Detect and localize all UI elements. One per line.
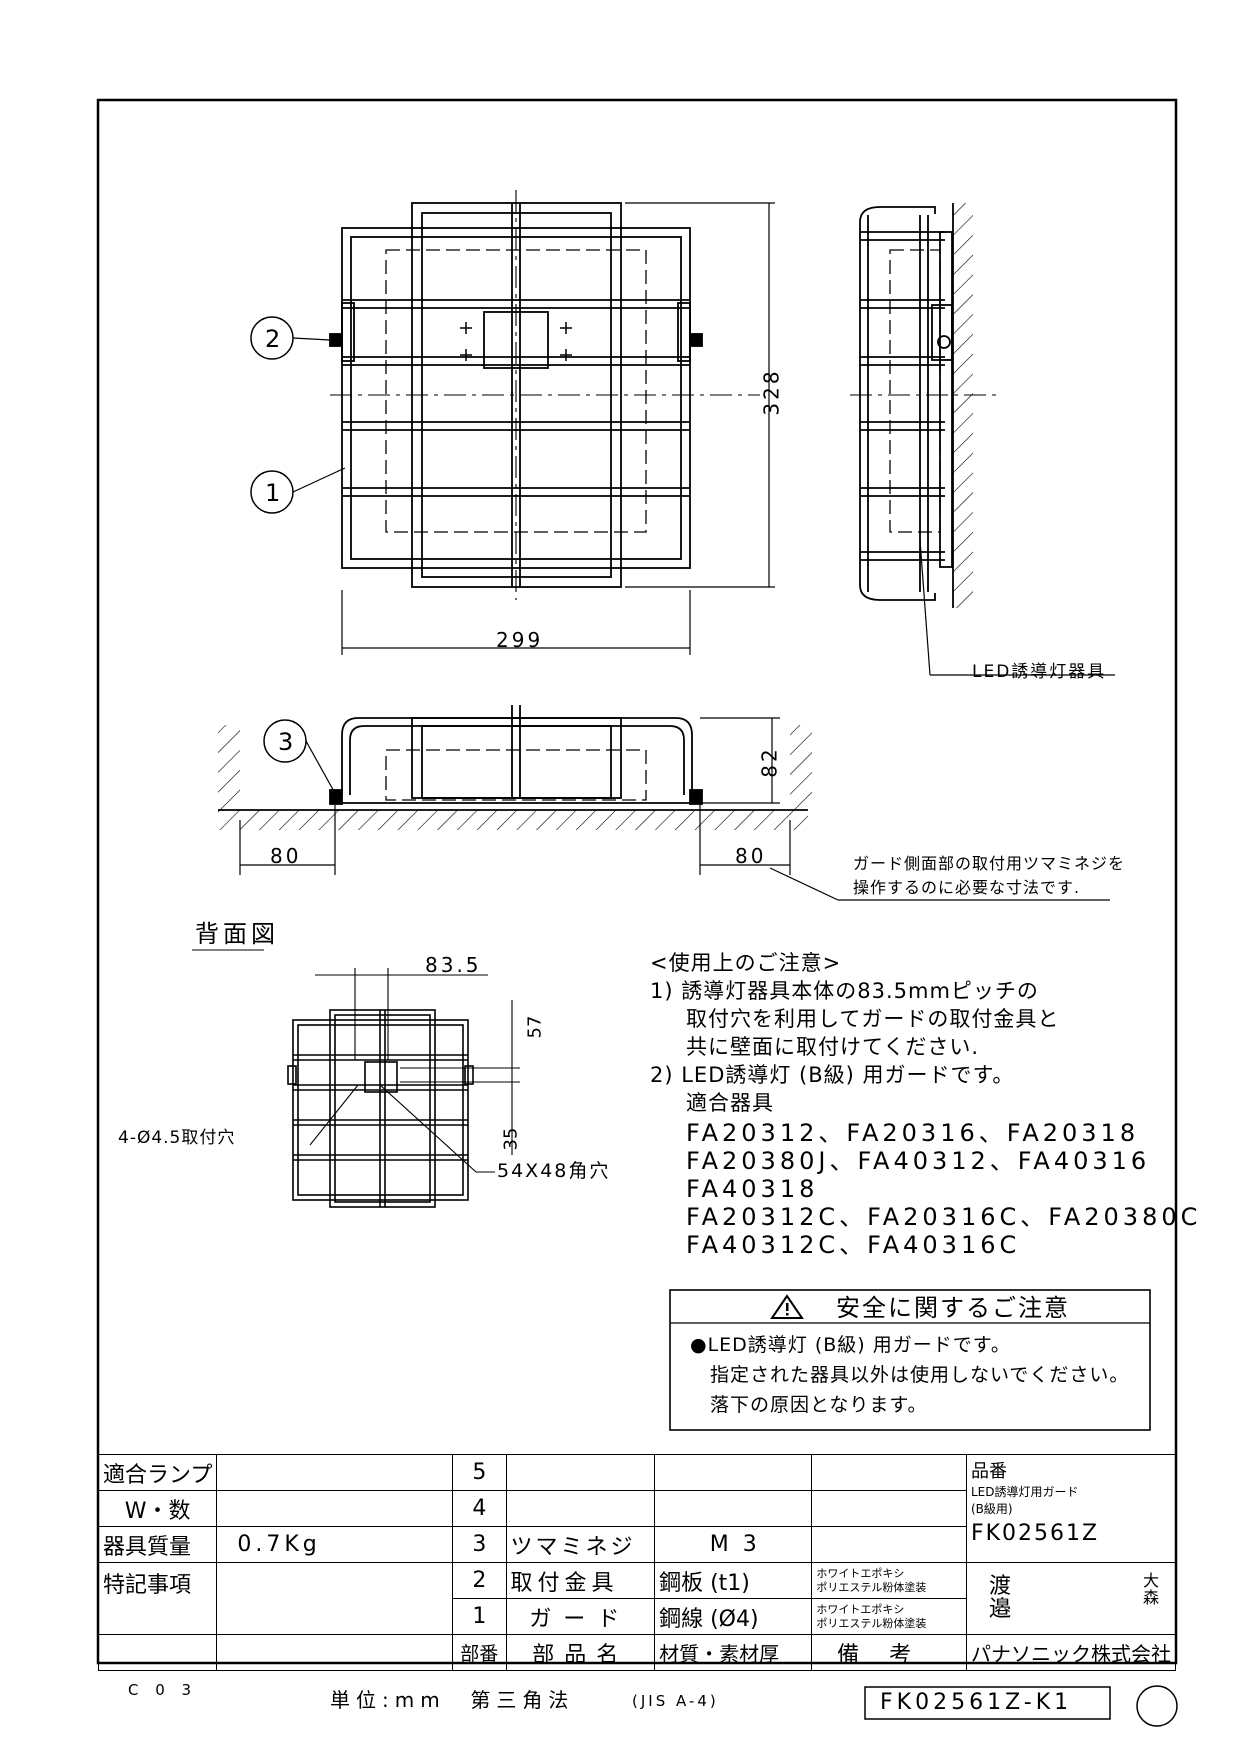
row-1-material: 鋼線 (Ø4): [654, 1598, 813, 1635]
model-line-1: FA20312、FA20316、FA20318: [686, 1119, 1140, 1147]
model-line-3: FA40318: [686, 1175, 819, 1203]
part-no-label: 品番: [970, 1461, 1007, 1482]
part-desc-2: (B級用): [970, 1502, 1013, 1516]
usage-line-3: 共に壁面に取付けてください.: [686, 1035, 980, 1059]
model-line-2: FA20380J、FA40312、FA40316: [686, 1147, 1151, 1175]
dim-clearance-left: 80: [270, 844, 302, 868]
sign-2: 大森: [1143, 1571, 1160, 1607]
lamp-label: 適合ランプ: [97, 1454, 218, 1491]
row-1-note-a: ホワイトエポキシ: [816, 1603, 905, 1617]
led-fixture-label: LED誘導灯器具: [972, 662, 1107, 682]
header-material: 材質・素材厚: [654, 1634, 813, 1671]
dim-pitch: 83.5: [425, 953, 482, 977]
callout-2-circle: [250, 316, 294, 360]
lamp-value: [216, 1454, 454, 1491]
back-view-title: 背面図: [195, 920, 279, 948]
top-view: [218, 705, 812, 830]
row-1-note-b: ポリエステル粉体塗装: [816, 1616, 927, 1630]
row-2-note-a: ホワイトエポキシ: [816, 1567, 905, 1581]
row-3-material: M 3: [654, 1526, 813, 1563]
row-2-material: 鋼板 (t1): [654, 1562, 813, 1599]
callout-1-circle: [250, 470, 294, 514]
row-3-no: 3: [452, 1526, 507, 1563]
row-4-no: 4: [452, 1490, 507, 1527]
dim-depth-82: 82: [757, 746, 782, 778]
row-3-part: ツマミネジ: [505, 1526, 656, 1563]
dim-57: 57: [524, 1015, 546, 1039]
header-no: 部番: [452, 1634, 507, 1671]
callout-1: 1: [265, 479, 281, 507]
usage-line-2: 取付穴を利用してガードの取付金具と: [686, 1007, 1060, 1031]
usage-line-1: 1) 誘導灯器具本体の83.5mmピッチの: [650, 979, 1039, 1003]
dim-width-299: 299: [496, 628, 544, 652]
revision-code: C 0 3: [128, 1681, 198, 1699]
header-name: 部品名: [505, 1634, 656, 1671]
row-1-no: 1: [452, 1598, 507, 1635]
row-2-part: 取付金具: [505, 1562, 656, 1599]
top-dimensions: [239, 717, 1110, 901]
row-5-no: 5: [452, 1454, 507, 1491]
callout-2: 2: [265, 325, 281, 353]
safety-line-1: ●LED誘導灯 (B級) 用ガードです。: [690, 1334, 1011, 1356]
safety-box: [669, 1289, 1151, 1431]
clearance-note-1: ガード側面部の取付用ツマミネジを: [853, 854, 1126, 873]
warning-triangle-icon: [770, 1294, 804, 1319]
model-line-4: FA20312C、FA20316C、FA20380C: [686, 1203, 1202, 1231]
dim-35: 35: [500, 1127, 522, 1151]
usage-line-4: 2) LED誘導灯 (B級) 用ガードです。: [650, 1063, 1015, 1087]
safety-line-2: 指定された器具以外は使用しないでください。: [710, 1364, 1130, 1386]
part-desc-1: LED誘導灯用ガード: [970, 1485, 1079, 1499]
drawing-number: FK02561Z-K1: [880, 1690, 1073, 1715]
header-note: 備考: [811, 1634, 967, 1671]
back-dimensions: [192, 949, 520, 1173]
notes-label: 特記事項: [97, 1562, 218, 1635]
row-2-note-b: ポリエステル粉体塗装: [816, 1580, 927, 1594]
title-block: 適合ランプ 5 品番 LED誘導灯用ガード (B級用) FK02561Z W・数…: [97, 1454, 1177, 1671]
unit-projection: 単位:mm 第三角法: [330, 1688, 575, 1712]
company-name: パナソニック株式会社: [965, 1634, 1177, 1671]
safety-title: 安全に関するご注意: [836, 1294, 1070, 1322]
clearance-note-2: 操作するのに必要な寸法です.: [853, 878, 1081, 897]
mount-holes-label: 4-Ø4.5取付穴: [118, 1128, 236, 1148]
front-dimensions: [292, 202, 775, 655]
side-view: [850, 203, 1115, 676]
drawing-number-box: [864, 1686, 1111, 1720]
sign-1: 渡邉: [988, 1573, 1011, 1623]
footer-circle: [1136, 1685, 1178, 1727]
front-view: [329, 190, 760, 600]
watt-label: W・数: [97, 1490, 218, 1527]
callout-3: 3: [278, 728, 294, 756]
dim-clearance-right: 80: [735, 844, 767, 868]
part-no: FK02561Z: [970, 1521, 1100, 1546]
model-line-5: FA40312C、FA40316C: [686, 1231, 1021, 1259]
mass-label: 器具質量: [97, 1526, 218, 1563]
usage-title: <使用上のご注意>: [650, 951, 842, 975]
jis-standard: (JIS A-4): [632, 1692, 719, 1710]
row-2-no: 2: [452, 1562, 507, 1599]
safety-line-3: 落下の原因となります。: [710, 1394, 928, 1416]
dim-height-328: 328: [759, 368, 784, 416]
mass-value: 0.7Kg: [216, 1526, 454, 1563]
square-hole-label: 54X48角穴: [497, 1160, 611, 1182]
row-1-part: ガード: [505, 1598, 656, 1635]
usage-line-5: 適合器具: [686, 1091, 774, 1115]
back-view: [287, 1009, 474, 1208]
